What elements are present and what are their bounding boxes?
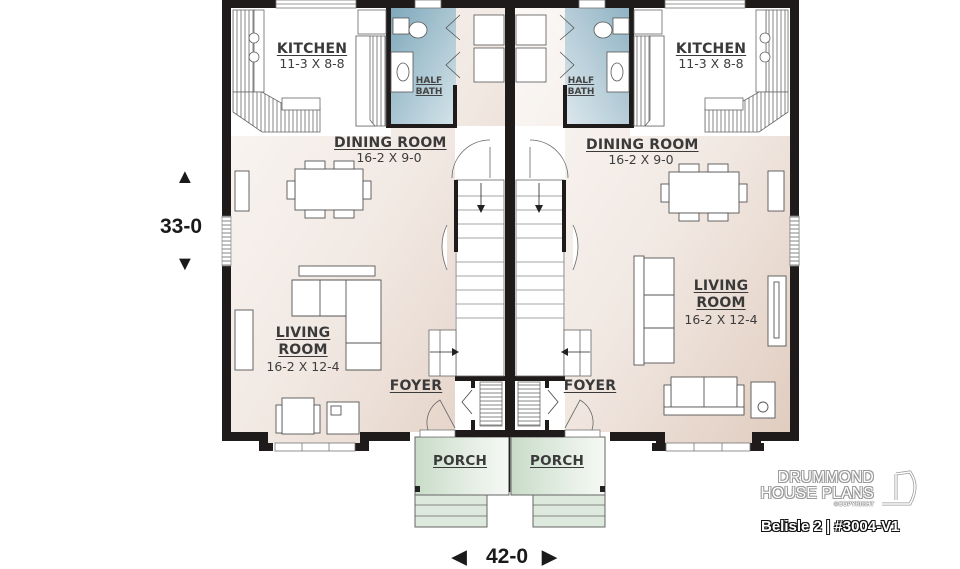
overall-width-dimension: 42-0	[486, 545, 529, 568]
kitchen-cabinets-left	[232, 9, 387, 133]
half-bath-label-left: HALF BATH	[414, 76, 444, 98]
furniture-right	[633, 163, 787, 419]
room-name-line2: BATH	[415, 86, 443, 97]
kitchen-label-right: KITCHEN 11-3 X 8-8	[666, 42, 756, 70]
brand-logo-icon	[882, 470, 917, 506]
furniture-left	[234, 160, 382, 435]
arrow-up-icon: ▲	[175, 166, 195, 188]
room-name: PORCH	[433, 453, 487, 469]
bath-fixtures	[390, 14, 630, 93]
arrow-left-icon: ◀	[452, 547, 467, 568]
room-dimensions: 11-3 X 8-8	[279, 55, 345, 71]
room-dimensions: 11-3 X 8-8	[678, 55, 744, 71]
arrow-down-icon: ▼	[175, 253, 195, 275]
living-room-label-right: LIVING ROOM 16-2 X 12-4	[676, 279, 766, 327]
room-name-line1: HALF	[415, 76, 443, 86]
stairs	[426, 139, 594, 431]
half-bath-label-right: HALF BATH	[566, 76, 596, 98]
dining-room-label-left: DINING ROOM 16-2 X 9-0	[334, 135, 447, 165]
room-name-line2: BATH	[567, 86, 595, 97]
kitchen-cabinets-right	[633, 9, 789, 133]
brand-logo-text: DRUMMOND HOUSE PLANS ©COPYRIGHT	[740, 469, 874, 509]
living-room-label-left: LIVING ROOM 16-2 X 12-4	[258, 326, 348, 374]
room-dimensions: 16-2 X 9-0	[608, 151, 674, 167]
dining-room-label-right: DINING ROOM 16-2 X 9-0	[586, 137, 699, 167]
foyer-label-right: FOYER	[560, 379, 620, 394]
room-name: DINING ROOM	[586, 137, 699, 153]
room-name-line2: ROOM	[696, 294, 746, 311]
windows	[221, 0, 800, 452]
room-name-line1: LIVING	[693, 278, 749, 294]
brand-line1: DRUMMOND	[777, 469, 874, 486]
copyright-text: ©COPYRIGHT	[833, 502, 874, 508]
kitchen-label-left: KITCHEN 11-3 X 8-8	[267, 42, 357, 70]
porch-label-left: PORCH	[427, 454, 493, 468]
room-name-line2: ROOM	[278, 341, 328, 358]
room-name-line1: HALF	[567, 76, 595, 86]
room-dimensions: 16-2 X 12-4	[684, 312, 758, 328]
room-name: KITCHEN	[675, 41, 747, 57]
room-name-line1: LIVING	[275, 325, 331, 341]
porches	[414, 436, 606, 528]
arrow-right-icon: ▶	[542, 547, 557, 568]
foyer-label-left: FOYER	[386, 379, 446, 394]
room-name: KITCHEN	[276, 41, 348, 57]
room-name: FOYER	[563, 378, 617, 394]
room-name: FOYER	[389, 378, 443, 394]
plan-title: Belisle 2 | #3004-V1	[761, 518, 900, 535]
porch-label-right: PORCH	[524, 454, 590, 468]
room-name: DINING ROOM	[334, 135, 447, 151]
brand-line2: HOUSE PLANS	[760, 485, 874, 502]
room-dimensions: 16-2 X 9-0	[356, 149, 422, 165]
room-dimensions: 16-2 X 12-4	[266, 359, 340, 375]
overall-depth-dimension: 33-0	[160, 215, 203, 238]
room-name: PORCH	[530, 453, 584, 469]
